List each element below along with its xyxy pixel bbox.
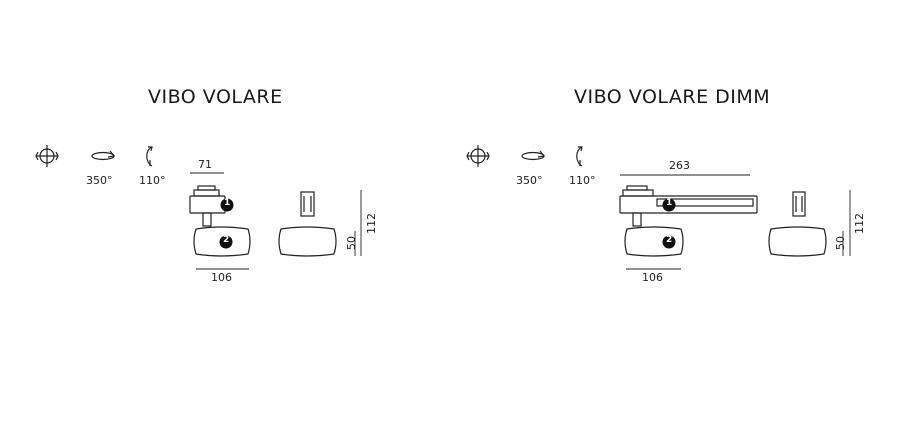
marker-1-right-label: 1 bbox=[666, 198, 673, 208]
right-front-view bbox=[619, 174, 758, 270]
dim-head-left: 50 bbox=[345, 236, 358, 250]
left-side-view bbox=[278, 190, 362, 257]
title-vibo-volare-dimm: VIBO VOLARE DIMM bbox=[574, 86, 771, 108]
dim-top-left: 71 bbox=[198, 158, 212, 171]
track-adapter-icon bbox=[35, 145, 59, 167]
marker-1-left-label: 1 bbox=[224, 198, 231, 208]
rotation-v-label-left: 110° bbox=[139, 174, 166, 187]
rotation-v-label-right: 110° bbox=[569, 174, 596, 187]
marker-2-left-label: 2 bbox=[223, 235, 230, 245]
marker-2-right bbox=[662, 235, 676, 249]
right-side-view bbox=[768, 190, 851, 257]
marker-2-right-label: 2 bbox=[666, 235, 673, 245]
marker-1-left bbox=[220, 198, 234, 212]
dim-bottom-right: 106 bbox=[642, 271, 663, 284]
vertical-tilt-icon-right bbox=[576, 146, 583, 167]
dim-head-right: 50 bbox=[834, 236, 847, 250]
rotation-h-label-left: 350° bbox=[86, 174, 113, 187]
horizontal-rotation-icon bbox=[91, 150, 116, 161]
dim-total-left: 112 bbox=[365, 213, 378, 234]
marker-2-left bbox=[219, 235, 233, 249]
rotation-h-label-right: 350° bbox=[516, 174, 543, 187]
vertical-tilt-icon bbox=[146, 146, 153, 167]
dim-top-right: 263 bbox=[669, 159, 690, 172]
horizontal-rotation-icon-right bbox=[521, 150, 546, 161]
left-front-view bbox=[189, 172, 251, 270]
track-adapter-icon-right bbox=[466, 145, 490, 167]
dim-total-right: 112 bbox=[853, 213, 866, 234]
marker-1-right bbox=[662, 198, 676, 212]
title-vibo-volare: VIBO VOLARE bbox=[148, 86, 283, 108]
dim-bottom-left: 106 bbox=[211, 271, 232, 284]
